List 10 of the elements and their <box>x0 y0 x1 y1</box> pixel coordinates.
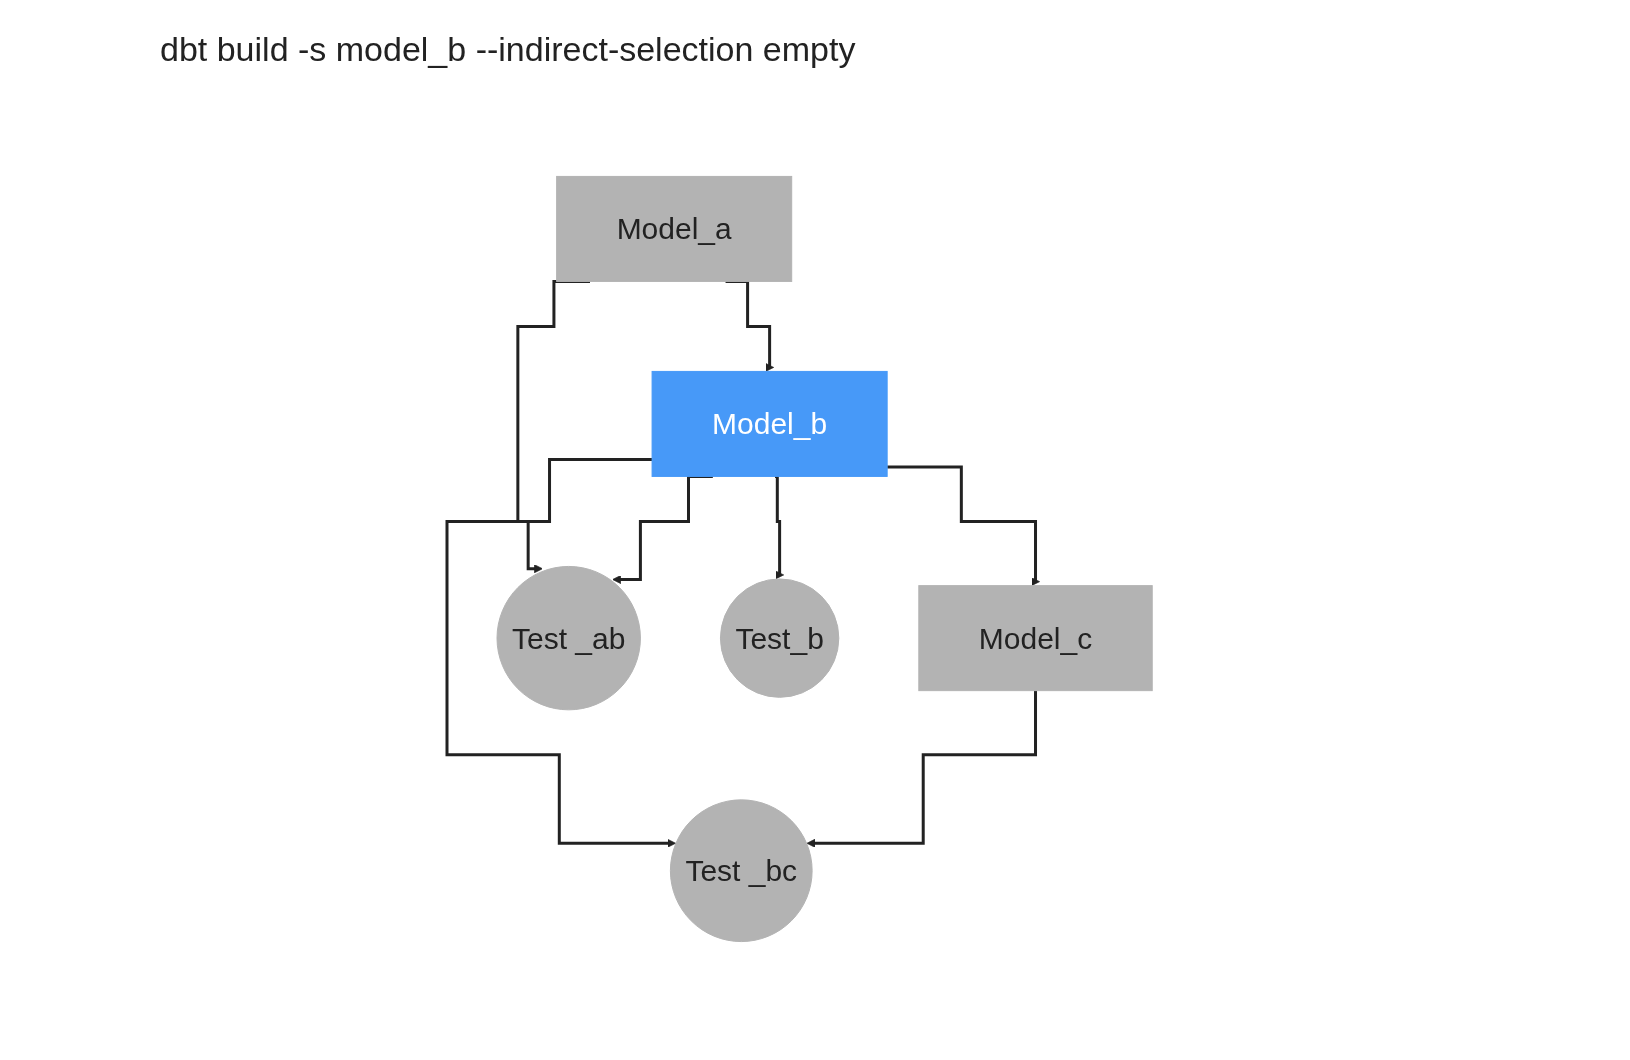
arrow <box>445 457 677 848</box>
node-box: Model_c <box>918 585 1154 692</box>
node-box: Model_a <box>556 175 793 282</box>
node-box: Model_b <box>651 370 889 477</box>
diagram-title: dbt build -s model_b --indirect-selection empty <box>160 30 857 69</box>
arrow <box>806 689 1038 848</box>
node-circle: Test_b <box>720 578 840 698</box>
arrow <box>887 465 1041 587</box>
node-circle: Test _bc <box>670 799 813 943</box>
node-circle: Test _ab <box>496 565 642 711</box>
